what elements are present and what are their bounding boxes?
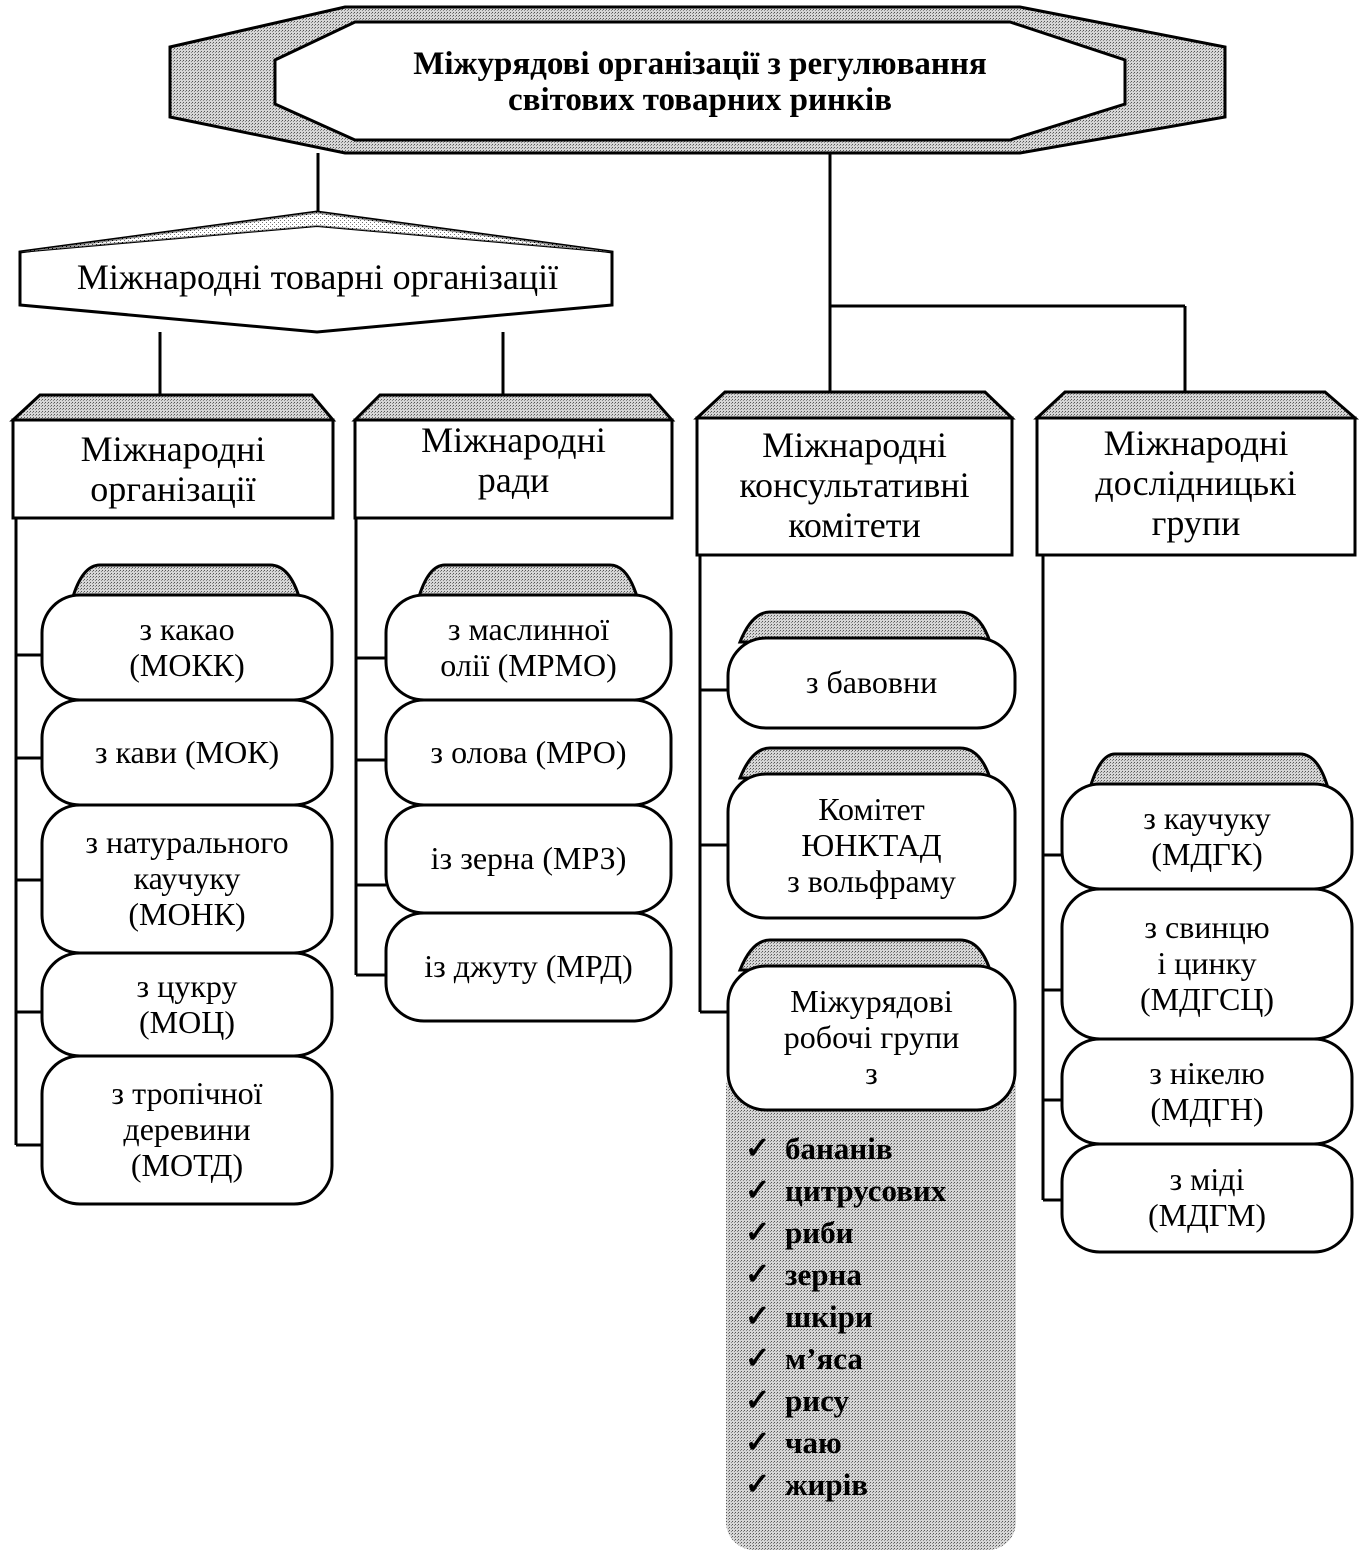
- checkmark-icon: ✓: [745, 1342, 771, 1375]
- category-boxes: [9, 390, 1360, 557]
- committee-item-working-groups: Міжурядові робочі групи з: [783, 983, 960, 1091]
- list-item: ✓бананів: [745, 1128, 1005, 1170]
- committee-item-tungsten: Комітет ЮНКТАД з вольфраму: [787, 791, 956, 899]
- connector-lines: [14, 153, 1187, 1202]
- council-item-jute: із джуту (МРД): [424, 948, 633, 985]
- category-groups-label: Міжнародні дослідницькі групи: [1095, 422, 1297, 544]
- category-orgs-label: Міжнародні організації: [80, 428, 266, 509]
- commodity-orgs-label: Міжнародні товарні організації: [76, 257, 559, 298]
- group-item-copper: з міді (МДГМ): [1147, 1161, 1267, 1233]
- list-item: ✓м’яса: [745, 1338, 1005, 1380]
- list-item: ✓жирів: [745, 1464, 1005, 1506]
- checkmark-icon: ✓: [745, 1426, 771, 1459]
- item-boxes: [40, 563, 1354, 1254]
- list-item: ✓чаю: [745, 1422, 1005, 1464]
- committee-item-cotton: з бавовни: [805, 664, 938, 701]
- group-item-lead-zinc: з свинцю і цинку (МДГСЦ): [1139, 909, 1275, 1017]
- checkmark-icon: ✓: [745, 1216, 771, 1249]
- council-item-olive-oil: з маслинної олії (МРМО): [440, 610, 617, 683]
- checkmark-icon: ✓: [745, 1258, 771, 1291]
- checkmark-icon: ✓: [745, 1300, 771, 1333]
- list-item: ✓зерна: [745, 1254, 1005, 1296]
- list-item: ✓рису: [745, 1380, 1005, 1422]
- org-item-timber: з тропічної деревини (МОТД): [111, 1075, 263, 1183]
- list-item: ✓риби: [745, 1212, 1005, 1254]
- group-item-rubber: з каучуку (МДГК): [1143, 799, 1271, 872]
- org-item-cocoa: з какао (МОКК): [129, 610, 245, 683]
- working-groups-panel: [726, 1060, 1016, 1550]
- org-item-coffee: з кави (МОК): [94, 733, 280, 770]
- diagram-title: Міжурядові організації з регулювання сві…: [413, 45, 987, 118]
- council-item-grain: із зерна (МРЗ): [430, 840, 627, 877]
- list-item: ✓шкіри: [745, 1296, 1005, 1338]
- council-item-tin: з олова (МРО): [430, 733, 627, 770]
- category-committees-label: Міжнародні консультативні комітети: [739, 424, 970, 546]
- group-item-nickel: з нікелю (МДГН): [1149, 1054, 1265, 1127]
- category-councils-label: Міжнародні ради: [421, 419, 606, 500]
- org-item-rubber: з натурального каучуку (МОНК): [85, 824, 289, 932]
- list-item: ✓цитрусових: [745, 1170, 1005, 1212]
- working-groups-list: ✓бананів ✓цитрусових ✓риби ✓зерна ✓шкіри…: [745, 1128, 1005, 1506]
- checkmark-icon: ✓: [745, 1132, 771, 1165]
- title-shape: [168, 5, 1227, 155]
- checkmark-icon: ✓: [745, 1468, 771, 1501]
- commodity-orgs-shape: [18, 210, 614, 334]
- org-item-sugar: з цукру (МОЦ): [136, 967, 238, 1040]
- checkmark-icon: ✓: [745, 1384, 771, 1417]
- checkmark-icon: ✓: [745, 1174, 771, 1207]
